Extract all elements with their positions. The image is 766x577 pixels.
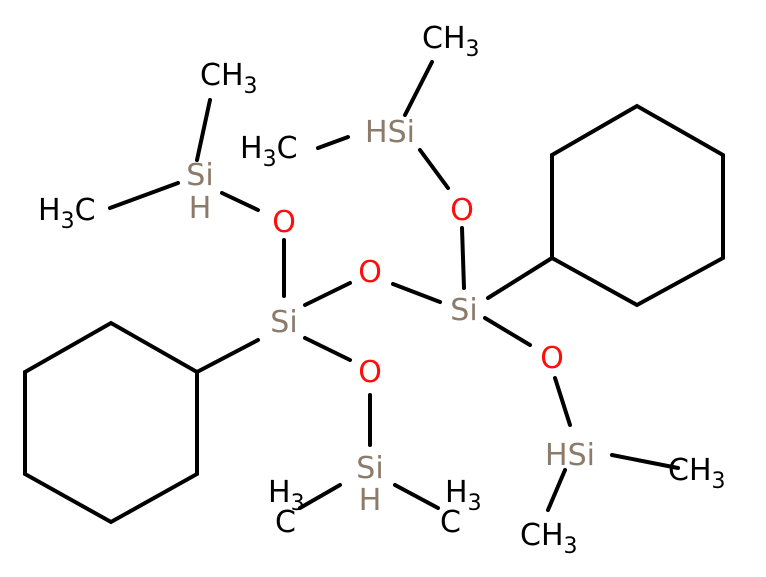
bond — [553, 376, 572, 427]
atom-label-h: H — [359, 483, 382, 518]
bond — [108, 181, 180, 210]
bonds — [108, 60, 680, 512]
bond — [546, 468, 567, 512]
atom-label-hsi: HSi — [365, 115, 415, 150]
methyl-label: C — [440, 505, 461, 540]
atom-label-si: Si — [450, 293, 477, 328]
bond — [195, 98, 212, 162]
atom-label-o: O — [358, 255, 382, 290]
bond — [610, 453, 680, 470]
bond — [303, 336, 352, 362]
atom-label-hsi: HSi — [545, 438, 595, 473]
methyl-label: H3 — [445, 475, 482, 516]
cyclohexyl-ring-right — [550, 103, 725, 308]
atom-label-o: O — [450, 193, 474, 228]
methyl-label: CH3 — [668, 453, 726, 494]
bond — [195, 338, 260, 374]
bond — [220, 191, 260, 212]
bond — [391, 282, 442, 304]
atom-label-si: Si — [356, 451, 383, 486]
atom-label-si: Si — [186, 158, 213, 193]
bond — [460, 226, 466, 290]
bond — [486, 256, 554, 300]
atom-label-si: Si — [270, 305, 297, 340]
bond — [393, 483, 440, 510]
methyl-label: C — [275, 505, 296, 540]
methyl-label: CH3 — [520, 518, 578, 559]
atom-label-o: O — [272, 205, 296, 240]
bond — [483, 316, 532, 347]
methyl-label: CH3 — [422, 21, 480, 62]
cyclohexyl-ring-left — [23, 320, 199, 525]
bond — [303, 281, 352, 307]
bond — [403, 60, 434, 117]
bond — [418, 148, 450, 190]
methyl-label: H3C — [240, 131, 298, 172]
atom-label-o: O — [358, 355, 382, 390]
atom-label-o: O — [540, 341, 564, 376]
methyl-label: CH3 — [200, 58, 258, 99]
bond — [316, 135, 350, 150]
methyl-label: H3C — [38, 193, 96, 234]
methyl-label: H3 — [268, 475, 305, 516]
atom-labels: Si H CH3 H3C O HSi CH3 H3C O O Si Si O O… — [38, 21, 726, 559]
bond — [298, 483, 342, 510]
atom-label-h: H — [189, 191, 212, 226]
